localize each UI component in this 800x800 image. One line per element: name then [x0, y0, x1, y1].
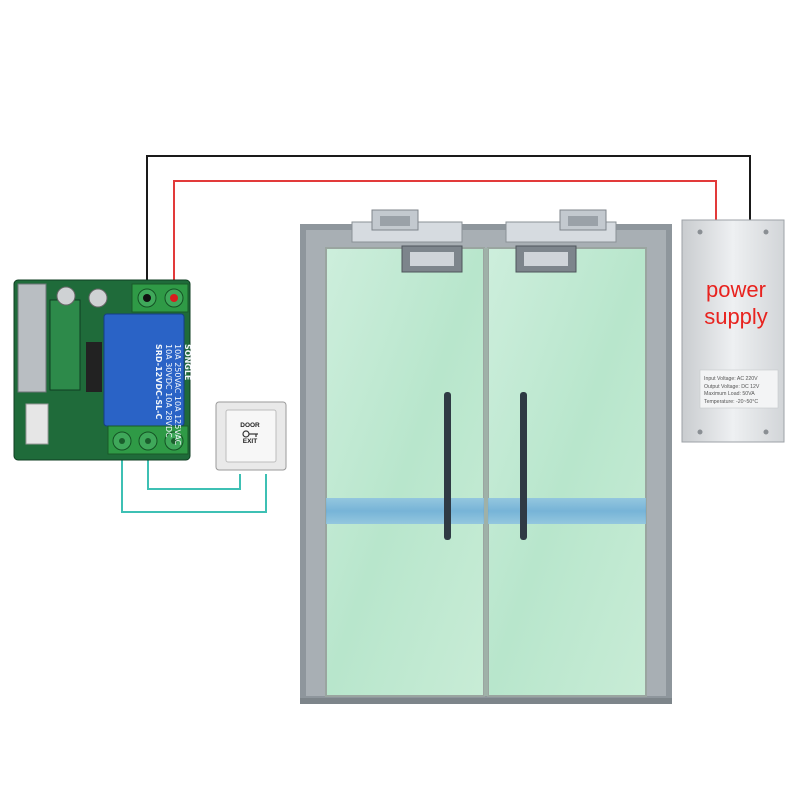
spec-temperature: Temperature: -20~50°C: [704, 398, 759, 405]
magnetic-lock-left: [351, 209, 463, 273]
exit-button-line2: EXIT: [242, 438, 258, 445]
left-door-glass: [325, 247, 485, 697]
relay-markings: SONGLE 10A 250VAC 10A 125VAC 10A 30VDC 1…: [154, 344, 193, 445]
relay-brand: SONGLE: [183, 344, 192, 381]
power-supply-title-line1: power: [706, 277, 766, 302]
right-door-glass: [487, 247, 647, 697]
spec-input-voltage: Input Voltage: AC 220V: [704, 376, 758, 382]
power-supply-box: [681, 219, 785, 443]
rf-coil: [49, 299, 81, 391]
exit-button-label: DOOR EXIT: [222, 418, 278, 450]
key-icon: [242, 430, 258, 438]
power-supply-label: power supply: [686, 276, 786, 330]
power-supply-title-line2: supply: [704, 304, 768, 329]
capacitor-1: [56, 286, 76, 306]
spec-maximum-load: Maximum Load: 50VA: [704, 391, 755, 398]
capacitor-2: [88, 288, 108, 308]
spec-output-voltage: Output Voltage: DC 12V: [704, 383, 760, 390]
right-door-handle: [520, 392, 527, 540]
relay-rating-dc: 10A 30VDC 10A 28VDC: [164, 344, 173, 438]
relay-rating-ac: 10A 250VAC 10A 125VAC: [173, 344, 183, 445]
right-door-band: [488, 498, 646, 524]
black-wire: [146, 155, 751, 300]
magnetic-lock-right: [505, 209, 617, 273]
relay-model: SRD-12VDC-SL-C: [154, 344, 164, 420]
door-floor-shadow: [300, 698, 672, 704]
pcb-connector: [25, 403, 49, 445]
left-door-band: [326, 498, 484, 524]
teal-wire-outer: [121, 446, 267, 513]
door-center-seam: [484, 248, 488, 696]
relay-module: [13, 279, 191, 461]
ic-chip: [86, 342, 102, 392]
left-door-handle: [444, 392, 451, 540]
power-supply-specs: Input Voltage: AC 220V Output Voltage: D…: [704, 376, 776, 406]
red-wire: [173, 180, 717, 300]
exit-button-line1: DOOR: [240, 422, 260, 429]
exit-button-switch: [215, 401, 287, 471]
rf-crystal: [17, 283, 47, 393]
glass-double-door: [300, 224, 672, 704]
teal-wire-inner: [147, 446, 241, 490]
